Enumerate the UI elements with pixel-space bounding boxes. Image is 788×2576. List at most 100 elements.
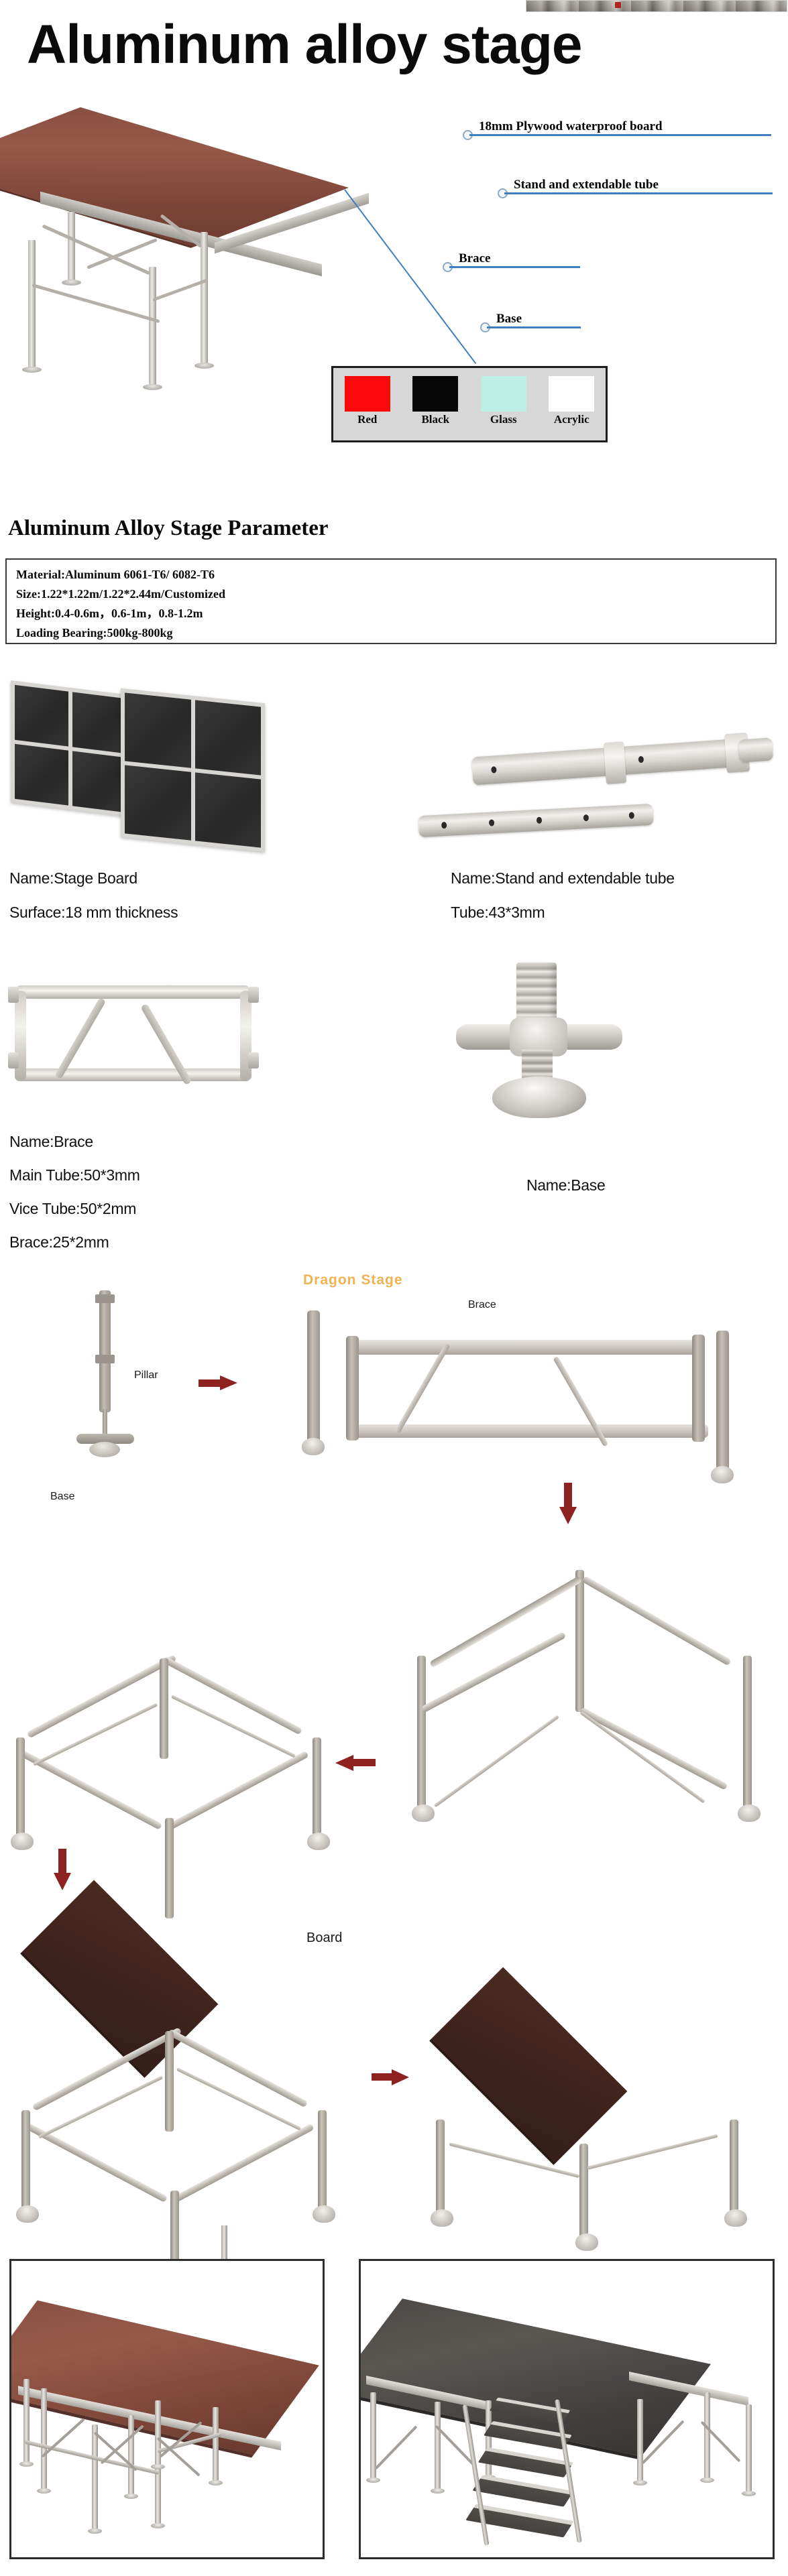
folded-caster-right bbox=[738, 1804, 761, 1822]
brace-spec-2: Vice Tube:50*2mm bbox=[9, 1200, 137, 1217]
base-name: Name:Base bbox=[526, 1176, 606, 1194]
tube-collar-mid bbox=[603, 741, 627, 784]
callout-rule bbox=[504, 192, 773, 194]
photo-deck-surface bbox=[11, 2300, 319, 2455]
open-brace-2 bbox=[170, 1695, 296, 1758]
open-brace-1 bbox=[32, 1703, 158, 1766]
swatch-red[interactable]: Red bbox=[339, 376, 396, 426]
board-cell bbox=[194, 700, 261, 776]
exploded-brace-1 bbox=[38, 2075, 164, 2139]
hero-leg-3 bbox=[194, 232, 214, 369]
brace-top-rail bbox=[16, 985, 249, 999]
callout-label: Stand and extendable tube bbox=[514, 178, 659, 192]
assembly-arrow-right-final bbox=[372, 2069, 409, 2085]
arrow-shaft bbox=[564, 1483, 572, 1508]
photo-leg-6 bbox=[209, 2407, 223, 2486]
pillar-base-plate bbox=[76, 1434, 134, 1444]
photo-stairs-diag-1 bbox=[374, 2425, 418, 2470]
board-cell bbox=[125, 692, 191, 768]
stage-board-spec: Surface:18 mm thickness bbox=[9, 904, 178, 921]
stand-tube-lower bbox=[418, 803, 654, 838]
assembly-folded-frame bbox=[396, 1555, 771, 1877]
parameter-table: Material:Aluminum 6061-T6/ 6082-T6 Size:… bbox=[5, 558, 777, 644]
frame-right-outer-post bbox=[716, 1331, 729, 1471]
tube-hole bbox=[488, 819, 495, 826]
arrow-shaft bbox=[372, 2073, 393, 2081]
board-cell bbox=[72, 692, 126, 754]
callout-rule bbox=[469, 134, 771, 136]
photo-stairs-leg-2 bbox=[431, 2402, 445, 2494]
complete-brace-2 bbox=[587, 2134, 718, 2170]
assembly-label-base: Base bbox=[50, 1491, 75, 1502]
hero-leg-2 bbox=[143, 267, 162, 390]
board-cell bbox=[72, 751, 126, 813]
stage-board-panel-front bbox=[121, 688, 265, 853]
complete-post-center bbox=[579, 2144, 588, 2239]
swatch-acrylic[interactable]: Acrylic bbox=[543, 376, 600, 426]
frame-caster-left bbox=[302, 1438, 325, 1455]
hero-leg-4 bbox=[62, 212, 81, 286]
frame-left-inner-post bbox=[346, 1336, 359, 1440]
arrow-shaft bbox=[58, 1849, 66, 1874]
photo-leg-5 bbox=[124, 2415, 138, 2499]
exploded-caster-right bbox=[313, 2205, 335, 2223]
folded-left-post bbox=[417, 1656, 426, 1810]
assembly-brace-frame bbox=[295, 1310, 778, 1483]
dragon-stage-watermark: Dragon Stage bbox=[303, 1272, 403, 1288]
callout-rule bbox=[487, 326, 581, 328]
brace-spec-3: Brace:25*2mm bbox=[9, 1233, 109, 1251]
brace-connector-br bbox=[248, 1052, 259, 1068]
brace-photo bbox=[5, 972, 260, 1099]
frame-bottom-rail bbox=[346, 1424, 708, 1438]
tube-hole bbox=[628, 812, 635, 819]
tube-end-cap bbox=[738, 737, 774, 763]
callout-label: Brace bbox=[459, 251, 491, 265]
product-photo-plain-stage bbox=[9, 2259, 325, 2559]
photo-stairs-leg-1 bbox=[366, 2392, 380, 2483]
tube-hole bbox=[441, 821, 447, 829]
base-photo bbox=[443, 959, 644, 1126]
page-title: Aluminum alloy stage bbox=[27, 14, 583, 75]
open-post-front bbox=[165, 1818, 174, 1918]
photo-leg-2 bbox=[37, 2388, 51, 2494]
hero-truss-bottom-1 bbox=[32, 283, 160, 324]
board-cell bbox=[194, 772, 261, 848]
assembly-label-pillar-text: Pillar bbox=[134, 1369, 158, 1381]
product-photo-stage-with-stairs bbox=[359, 2259, 775, 2559]
swatch-label: Black bbox=[421, 413, 450, 426]
swatch-label: Red bbox=[357, 413, 378, 426]
open-post-left bbox=[16, 1737, 25, 1838]
hero-truss-diag-2 bbox=[87, 238, 158, 269]
complete-board-top bbox=[431, 1967, 628, 2164]
open-top-rail-back-right bbox=[162, 1656, 303, 1735]
assembly-arrow-down-2 bbox=[54, 1849, 71, 1890]
pillar-base-foot bbox=[89, 1442, 120, 1457]
folded-top-right-rail bbox=[581, 1575, 732, 1666]
exploded-board-top bbox=[21, 1880, 219, 2077]
swatch-glass[interactable]: Glass bbox=[475, 376, 532, 426]
assembly-label-board: Board bbox=[306, 1930, 343, 1945]
photo-stairs-leg-6 bbox=[742, 2404, 756, 2496]
swatch-black[interactable]: Black bbox=[406, 376, 464, 426]
frame-diagonal-left bbox=[394, 1343, 451, 1434]
folded-bottom-left-rail bbox=[420, 1631, 567, 1713]
frame-caster-right bbox=[711, 1466, 734, 1483]
assembly-arrow-right-1 bbox=[199, 1375, 237, 1390]
complete-post-left bbox=[436, 2120, 445, 2215]
exploded-post-right bbox=[318, 2110, 327, 2211]
assembly-arrow-down-1 bbox=[559, 1483, 577, 1524]
exploded-post-left bbox=[21, 2110, 30, 2211]
photo-leg-3 bbox=[88, 2425, 102, 2534]
swatch-color-chip bbox=[549, 376, 595, 412]
pillar-column bbox=[99, 1290, 111, 1412]
assembly-label-brace-top: Brace bbox=[468, 1299, 496, 1310]
exploded-frame-rail-1 bbox=[32, 2027, 182, 2111]
open-top-rail-back-left bbox=[26, 1654, 177, 1739]
callout-rule bbox=[449, 266, 580, 268]
complete-caster-front bbox=[575, 2233, 598, 2251]
stair-step-4 bbox=[472, 2475, 574, 2507]
arrow-shaft bbox=[199, 1379, 221, 1387]
arrow-head bbox=[559, 1507, 577, 1524]
open-post-right bbox=[313, 1737, 321, 1838]
